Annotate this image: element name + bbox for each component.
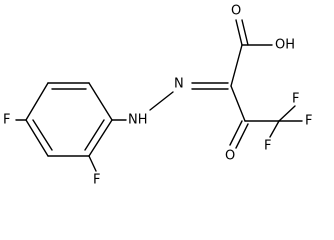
ring-bond-5	[25, 119, 49, 157]
bond-cf3-to-f-top	[278, 105, 296, 122]
atom-f-ring-top: F	[3, 113, 10, 128]
atom-o-acid: O	[231, 4, 241, 19]
bond-ring-to-f-bottom	[88, 155, 97, 172]
structure-canvas: F F NH N O OH O F F F	[3, 4, 312, 188]
atom-f-cf3-right: F	[305, 114, 312, 129]
atom-f-cf3-top: F	[292, 92, 299, 107]
bond-ketone-double-1	[229, 120, 243, 146]
atom-n: N	[174, 77, 184, 92]
ring-bond-6	[25, 82, 49, 121]
molecule-diagram: F F NH N O OH O F F F	[3, 4, 312, 188]
atom-nh: NH	[128, 113, 148, 128]
ring-bond-3-inner	[84, 119, 105, 151]
atom-oh: OH	[275, 38, 295, 53]
bond-cooh-double-2	[241, 19, 249, 46]
bond-c2-to-c3	[230, 85, 246, 122]
bond-cooh-double-1	[235, 19, 243, 46]
bond-ketone-double-2	[235, 123, 249, 149]
bond-c2-to-cooh	[230, 44, 243, 87]
ring-bond-2	[88, 82, 113, 121]
ring-bond-5-inner	[32, 119, 53, 151]
bond-cf3-to-f-left	[269, 120, 280, 138]
bond-nh-to-n	[149, 91, 174, 111]
atom-f-ring-bottom: F	[93, 173, 100, 188]
ring-bond-3	[88, 119, 113, 157]
atom-o-ketone: O	[225, 149, 235, 164]
atom-f-cf3-left: F	[264, 139, 271, 154]
